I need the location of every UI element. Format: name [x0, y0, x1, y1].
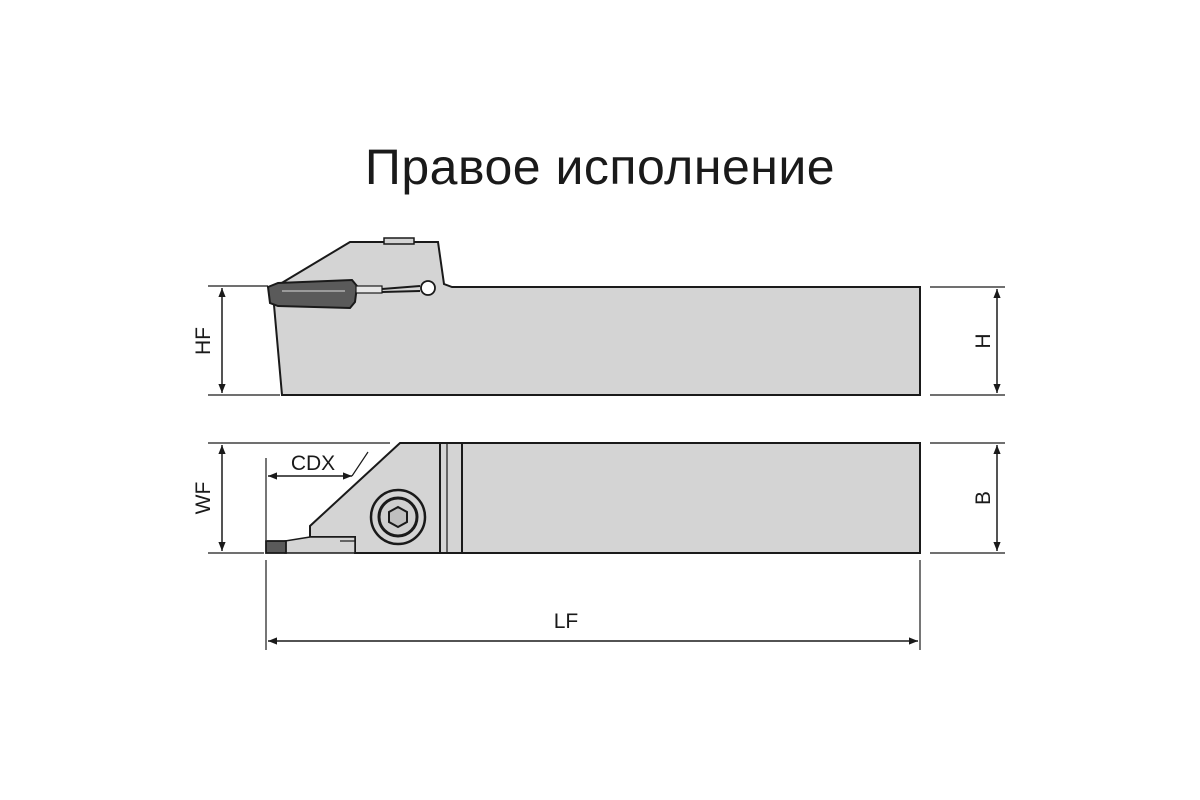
wf-label: WF	[192, 482, 215, 515]
dimension-b: B	[930, 442, 1005, 554]
blade-neck	[284, 536, 356, 554]
cdx-extension-right	[351, 451, 369, 477]
dimension-h: H	[930, 286, 1005, 396]
hex-socket-icon	[388, 505, 408, 529]
dimension-lf: LF	[265, 560, 921, 650]
dimension-wf: WF	[192, 442, 390, 554]
cutting-insert-top	[265, 540, 287, 554]
h-label: H	[972, 333, 995, 348]
relief-hole	[420, 280, 436, 296]
top-view	[265, 442, 921, 554]
side-view	[266, 237, 921, 396]
clamp-screw-top	[383, 237, 415, 245]
clamp-spring	[381, 285, 421, 293]
side-view-body	[268, 241, 921, 396]
lf-label: LF	[554, 610, 579, 633]
b-label: B	[972, 491, 995, 505]
cutting-insert-side	[266, 278, 359, 310]
diagram-title: Правое исполнение	[364, 139, 836, 195]
dimension-hf: HF	[192, 285, 280, 396]
cdx-label: CDX	[291, 452, 335, 475]
clamp-slot	[355, 285, 383, 294]
dimension-cdx: CDX	[265, 451, 369, 540]
hf-label: HF	[192, 327, 215, 355]
